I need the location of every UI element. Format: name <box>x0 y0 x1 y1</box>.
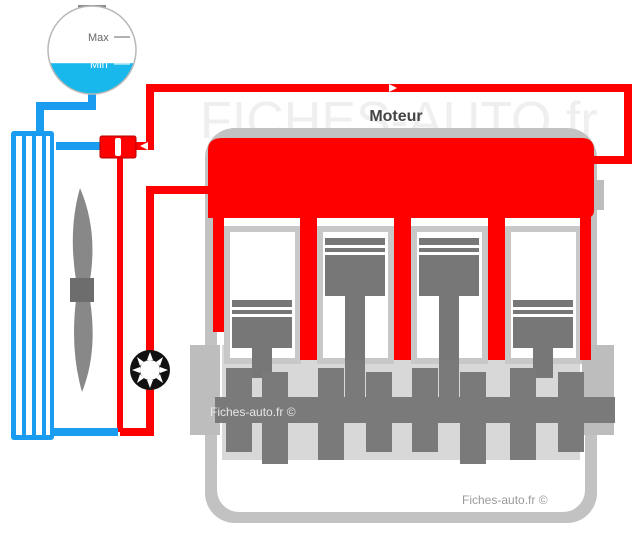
tank-min-label: Min <box>90 59 108 71</box>
pistons <box>232 238 573 378</box>
cooling-fan-icon <box>70 188 94 392</box>
thermostat <box>99 135 137 159</box>
middle-watermark: Fiches-auto.fr © <box>210 405 296 419</box>
piston-3 <box>419 238 479 366</box>
piston-4 <box>513 300 573 378</box>
water-pump-icon <box>130 350 170 390</box>
cold-coolant-circuit <box>36 92 118 436</box>
piston-2 <box>325 238 385 366</box>
tank-max-label: Max <box>88 32 109 44</box>
hot-coolant-circuit <box>117 84 632 436</box>
radiator <box>11 131 54 440</box>
piston-1 <box>232 300 292 378</box>
bottom-watermark: Fiches-auto.fr © <box>462 493 548 507</box>
engine-label: Moteur <box>369 108 422 125</box>
crankshaft <box>215 360 615 464</box>
expansion-tank: Max Min <box>47 5 137 95</box>
